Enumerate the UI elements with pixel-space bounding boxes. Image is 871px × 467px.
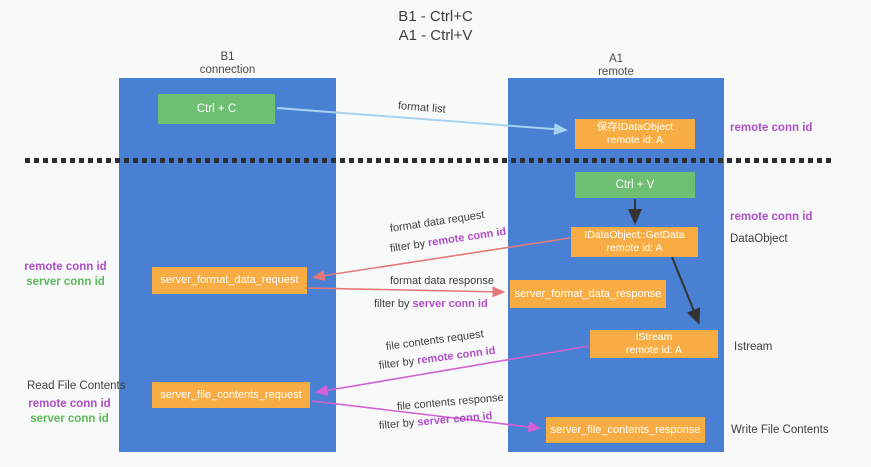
- node-getdata-line2: remote id: A: [606, 242, 663, 254]
- filter-server-conn-id-2: server conn id: [416, 410, 493, 429]
- node-ctrl-v-label: Ctrl + V: [615, 178, 655, 191]
- label-group-format-conn-ids: remote conn id server conn id: [18, 260, 113, 290]
- node-save-idataobject: 保存IDataObject remote id: A: [575, 119, 695, 149]
- filter-by-text-3: filter by: [378, 355, 418, 372]
- node-getdata-line1: IDataObject::GetData: [584, 229, 685, 241]
- dashed-separator: [25, 158, 833, 163]
- node-format-response-label: server_format_data_response: [514, 287, 662, 300]
- label-format-list: format list: [397, 100, 447, 116]
- node-save-idataobject-line2: remote id: A: [606, 134, 664, 146]
- lane-b1-name: B1: [220, 51, 235, 63]
- lane-a1-subtitle: remote: [598, 66, 634, 78]
- node-file-request-label: server_file_contents_request: [160, 388, 302, 401]
- label-remote-conn-id-dataobject: remote conn id: [730, 211, 813, 223]
- label-remote-conn-id-left: remote conn id: [24, 261, 107, 273]
- node-format-request-label: server_format_data_request: [160, 274, 299, 286]
- node-istream-line1: IStream: [635, 331, 673, 343]
- node-idataobject-getdata: IDataObject::GetData remote id: A: [571, 227, 698, 257]
- label-filter-server-1: filter by server conn id: [374, 298, 488, 310]
- lane-a1-name: A1: [608, 53, 624, 65]
- filter-by-text-4: filter by: [378, 416, 418, 432]
- node-server-format-data-response: server_format_data_response: [510, 280, 666, 308]
- lane-b1-subtitle: connection: [199, 64, 256, 76]
- node-ctrl-c: Ctrl + C: [158, 94, 275, 124]
- filter-remote-conn-id-2: remote conn id: [416, 344, 497, 367]
- label-dataobject: DataObject: [730, 233, 788, 245]
- lane-header-b1: B1 connection: [119, 51, 336, 77]
- label-istream: Istream: [734, 341, 773, 353]
- lane-header-a1: A1 remote: [508, 53, 724, 79]
- node-ctrl-c-label: Ctrl + C: [196, 102, 237, 115]
- label-filter-server-2: filter by server conn id: [378, 410, 492, 432]
- filter-by-text-1: filter by: [389, 237, 429, 255]
- node-save-idataobject-line1: 保存IDataObject: [596, 121, 674, 133]
- node-file-response-label: server_file_contents_response: [550, 423, 701, 436]
- title-line-2: A1 - Ctrl+V: [398, 27, 473, 44]
- label-server-conn-id-left2: server conn id: [30, 413, 109, 425]
- label-server-conn-id-left: server conn id: [26, 276, 105, 288]
- label-group-file-conn-ids: remote conn id server conn id: [22, 397, 117, 427]
- node-server-file-contents-response: server_file_contents_response: [546, 417, 705, 443]
- label-remote-conn-id-top-right: remote conn id: [730, 122, 813, 134]
- node-istream: IStream remote id: A: [590, 330, 718, 358]
- title-line-1: B1 - Ctrl+C: [398, 8, 473, 25]
- node-istream-line2: remote id: A: [625, 344, 683, 356]
- label-remote-conn-id-left2: remote conn id: [28, 398, 111, 410]
- node-server-file-contents-request: server_file_contents_request: [152, 382, 310, 408]
- node-server-format-data-request: server_format_data_request: [152, 267, 307, 294]
- arrow-format-data-response: [307, 286, 506, 298]
- node-ctrl-v: Ctrl + V: [575, 172, 695, 198]
- filter-server-conn-id-1: server conn id: [412, 298, 488, 310]
- filter-by-text-2: filter by: [374, 298, 413, 310]
- label-format-data-response: format data response: [390, 275, 494, 287]
- label-write-file-contents: Write File Contents: [731, 424, 829, 436]
- diagram-title: B1 - Ctrl+C A1 - Ctrl+V: [0, 7, 871, 45]
- filter-remote-conn-id-1: remote conn id: [427, 225, 507, 250]
- label-read-file-contents: Read File Contents: [27, 380, 126, 392]
